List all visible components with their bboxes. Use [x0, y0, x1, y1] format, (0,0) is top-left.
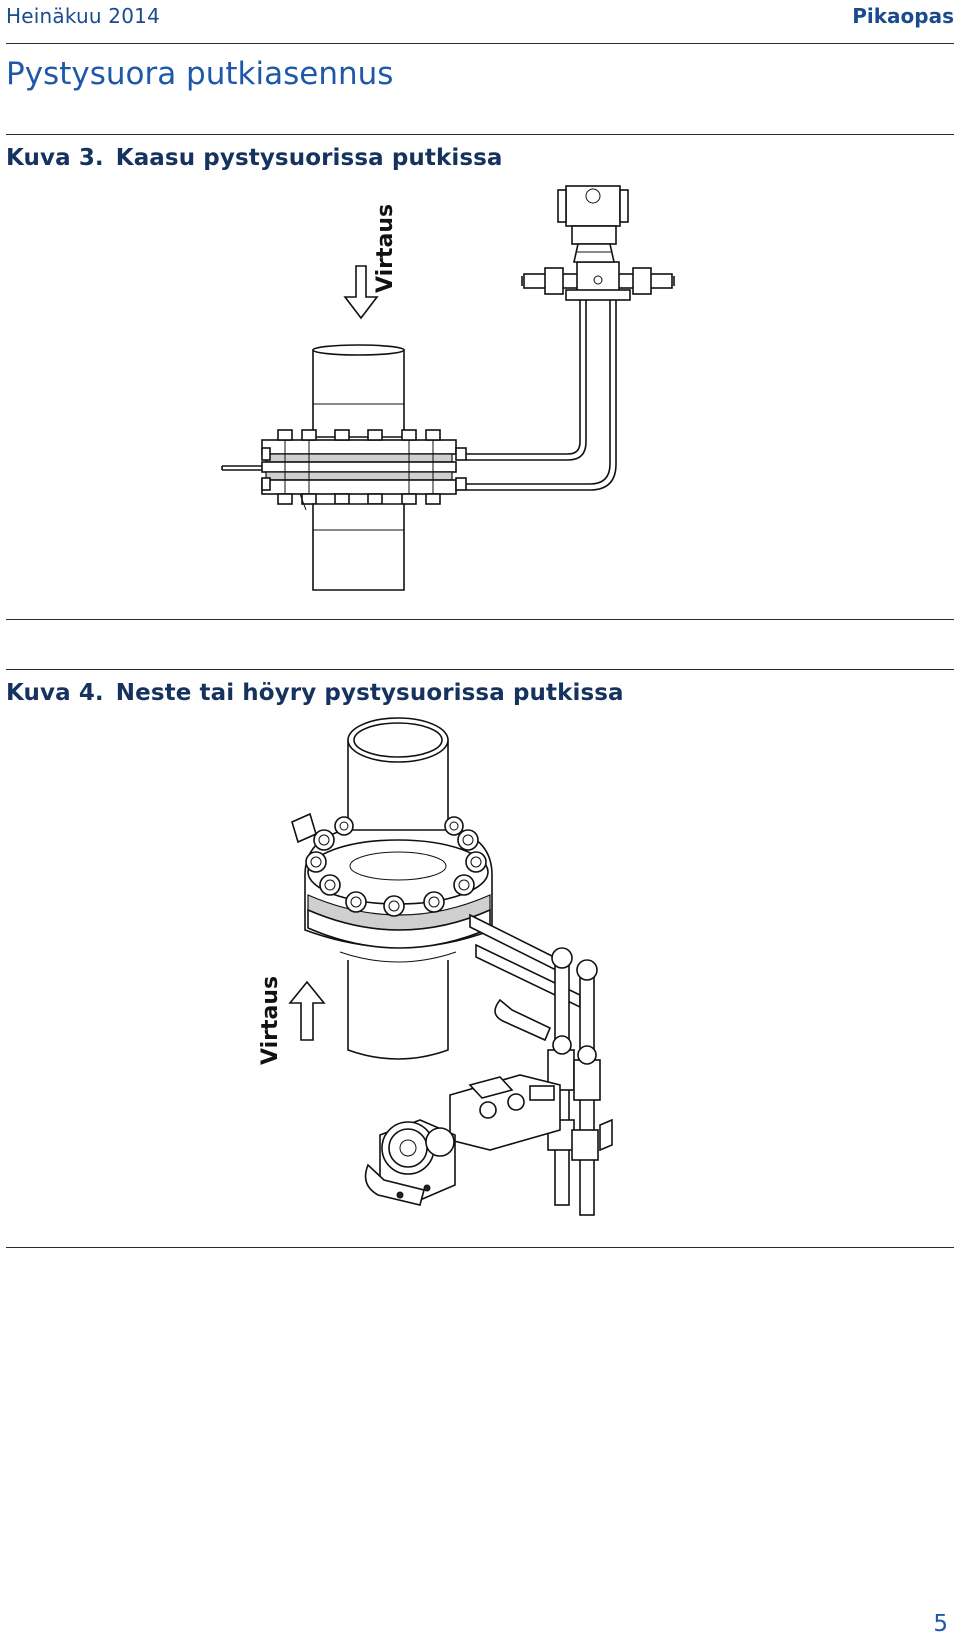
figure4-title: Neste tai höyry pystysuorissa putkissa	[115, 680, 624, 706]
figure3-upper-pipe	[312, 344, 405, 438]
figure4-top-divider	[6, 669, 954, 670]
header-document-type: Pikaopas	[852, 4, 954, 28]
figure4-number: Kuva 4.	[6, 680, 104, 706]
flow-arrow-up-icon	[288, 980, 326, 1041]
figure3-number: Kuva 3.	[6, 145, 104, 171]
figure3-impulse-lines	[466, 296, 617, 491]
section-title: Pystysuora putkiasennus	[6, 56, 394, 92]
figure4-bottom-divider	[6, 1247, 954, 1248]
figure3-title: Kaasu pystysuorissa putkissa	[115, 145, 503, 171]
figure3-transmitter	[557, 185, 629, 263]
figure4-caption: Kuva 4. Neste tai höyry pystysuorissa put…	[6, 680, 624, 706]
flow-arrow-down-icon	[343, 265, 379, 320]
figure3-caption: Kuva 3. Kaasu pystysuorissa putkissa	[6, 145, 503, 171]
header-divider	[6, 43, 954, 44]
figure4-manifold	[449, 1074, 561, 1151]
figure4-flange-bolts	[305, 816, 487, 917]
header-date: Heinäkuu 2014	[6, 4, 161, 28]
figure3-bottom-divider	[6, 619, 954, 620]
figure4-lower-pipe	[339, 951, 457, 1060]
figure3-manifold	[521, 261, 675, 301]
figure4-transmitter	[364, 1119, 456, 1206]
figure3-flange-assembly	[221, 429, 467, 527]
page-number: 5	[933, 1611, 948, 1637]
figure3-lower-pipe	[299, 493, 405, 591]
figure3-top-divider	[6, 134, 954, 135]
figure4-flange-assembly	[291, 812, 493, 949]
figure4-impulse-piping	[469, 913, 613, 1216]
